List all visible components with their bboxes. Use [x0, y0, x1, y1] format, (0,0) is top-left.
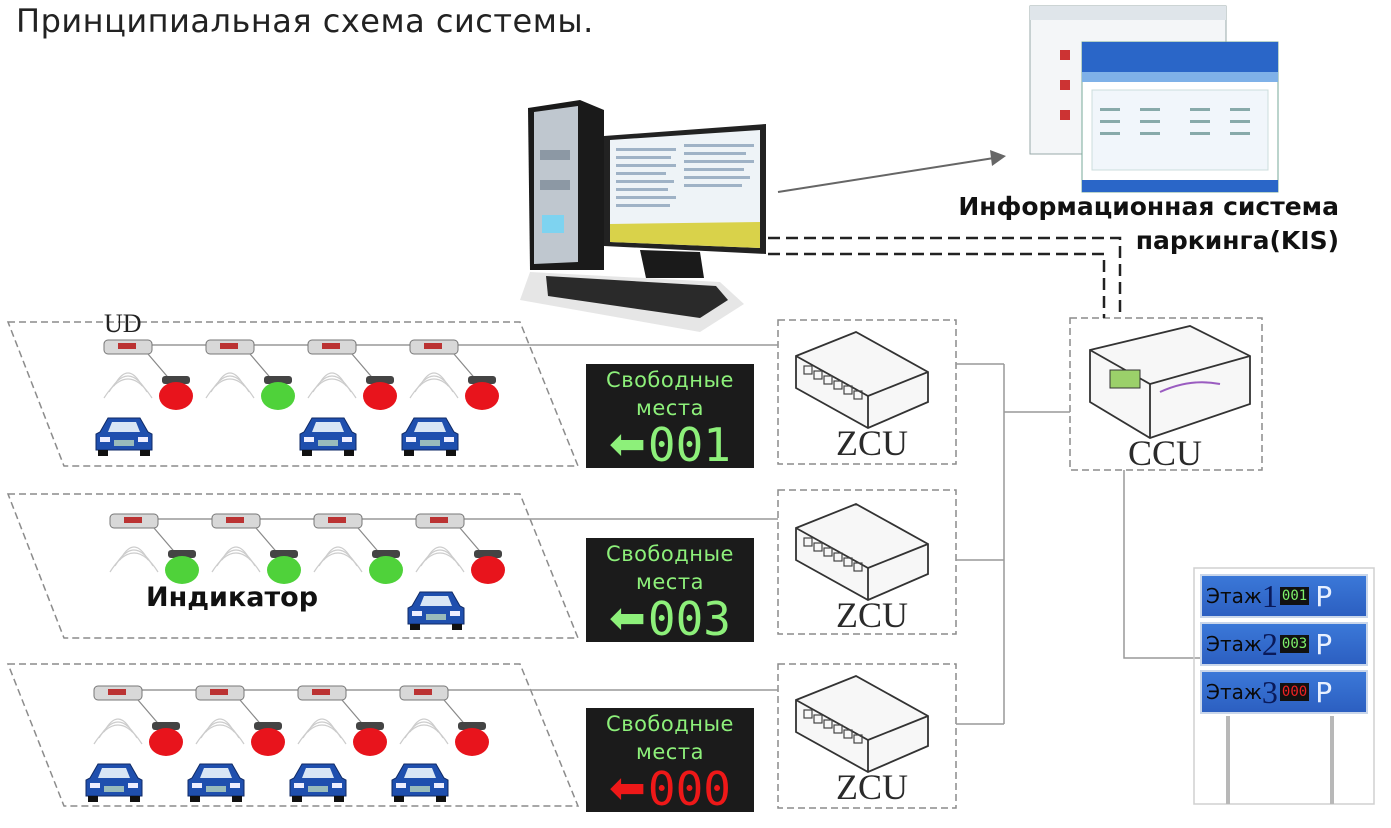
zcu-device-icon: [795, 503, 929, 602]
left-arrow-icon: ⬅: [609, 593, 646, 644]
indicator-light-icon: [165, 550, 199, 584]
kis-arrow: [777, 157, 995, 193]
indicator-light-icon: [465, 376, 499, 410]
parking-p-icon: P: [1315, 675, 1333, 709]
level-2-platform: [6, 493, 580, 639]
zcu-1-frame: [777, 319, 957, 465]
indicator-light-icon: [369, 550, 403, 584]
zcu-2-label: ZCU: [836, 595, 908, 635]
free-count: 001: [647, 418, 731, 472]
zcu-2-frame: [777, 489, 957, 635]
parking-p-icon: P: [1315, 627, 1333, 661]
ccu-frame: [1069, 317, 1263, 471]
zcu-3-label: ZCU: [836, 767, 908, 807]
left-arrow-icon: ⬅: [609, 419, 646, 470]
indicator-light-icon: [261, 376, 295, 410]
zcu-3-frame: [777, 663, 957, 809]
car-icon: [401, 417, 459, 456]
free-spaces-display-level-2: Свободные места ⬅003: [586, 538, 754, 646]
free-count: 003: [647, 592, 731, 646]
sensor-icon: [93, 685, 163, 745]
zcu-1-label: ZCU: [836, 423, 908, 463]
sensor-icon: [211, 513, 281, 573]
car-icon: [289, 763, 347, 802]
free-count: 000: [647, 762, 731, 816]
indicator-light-icon: [471, 550, 505, 584]
ccu-label: CCU: [1128, 433, 1203, 473]
zcu-device-icon: [795, 331, 929, 430]
page-title: Принципиальная схема системы.: [16, 2, 594, 40]
indicator-light-icon: [455, 722, 489, 756]
sensor-icon: [195, 685, 265, 745]
car-icon: [95, 417, 153, 456]
car-icon: [187, 763, 245, 802]
floor-board-row-2: Этаж 2 003 P: [1200, 622, 1368, 666]
left-arrow-icon: ⬅: [609, 763, 646, 814]
free-spaces-display-level-1: Свободные места ⬅001: [586, 364, 754, 472]
level-3-platform: [6, 663, 580, 807]
zcu-device-icon: [795, 675, 929, 774]
indicator-light-icon: [159, 376, 193, 410]
floor-board-row-3: Этаж 3 000 P: [1200, 670, 1368, 714]
kis-label: Информационная система паркинга(KIS): [958, 192, 1339, 255]
floor-board-row-1: Этаж 1 001 P: [1200, 574, 1368, 618]
floor-board-stand: [1193, 567, 1375, 805]
sensor-icon: [297, 685, 367, 745]
car-icon: [299, 417, 357, 456]
computer-icon: [520, 100, 766, 332]
ccu-device-icon: [1089, 325, 1251, 439]
car-icon: [391, 763, 449, 802]
indicator-light-icon: [251, 722, 285, 756]
indicator-light-icon: [149, 722, 183, 756]
level-1-platform: [6, 321, 580, 467]
sensor-icon: [205, 339, 275, 399]
kis-screens: [1029, 5, 1279, 193]
car-icon: [85, 763, 143, 802]
sensor-icon: [103, 339, 173, 399]
sensor-icon: [109, 513, 179, 573]
car-icon: [407, 591, 465, 630]
free-spaces-display-level-3: Свободные места ⬅000: [586, 708, 754, 816]
indicator-light-icon: [363, 376, 397, 410]
ud-label: UD: [104, 309, 142, 338]
indicator-label: Индикатор: [146, 582, 319, 613]
indicator-light-icon: [267, 550, 301, 584]
parking-p-icon: P: [1315, 579, 1333, 613]
indicator-light-icon: [353, 722, 387, 756]
